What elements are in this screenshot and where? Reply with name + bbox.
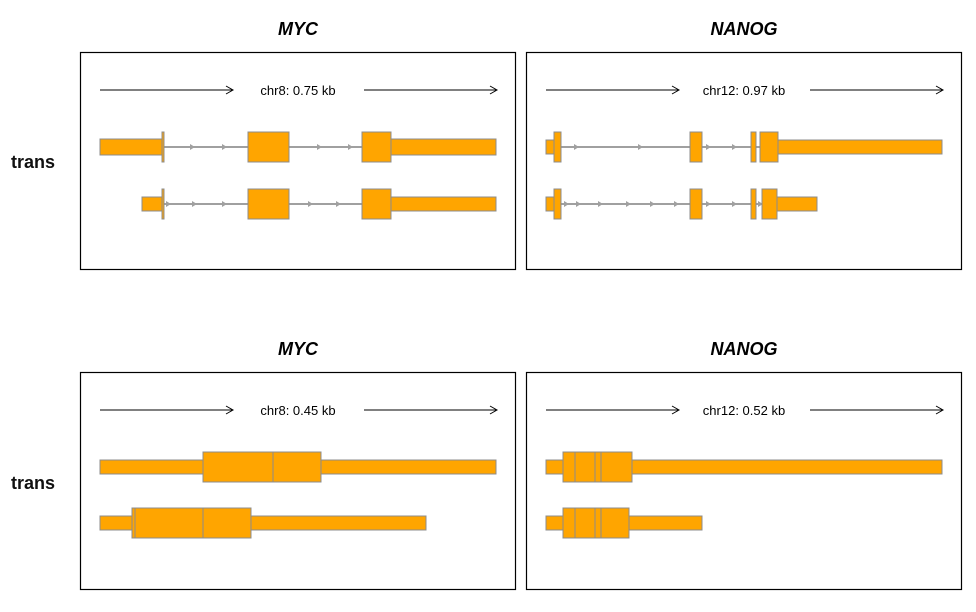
scale-label: chr12: 0.52 kb [703, 403, 785, 418]
exon [545, 459, 564, 475]
exon [99, 459, 204, 475]
exon [750, 188, 757, 220]
row-label-bottom: trans [11, 473, 56, 493]
exon [631, 459, 943, 475]
gene-panel-myc-bottom: chr8: 0.45 kb [79, 371, 517, 591]
exon [99, 515, 133, 531]
exon [361, 188, 392, 220]
exon [99, 138, 163, 156]
exon [776, 196, 818, 212]
exon [689, 131, 703, 163]
exon [545, 515, 564, 531]
transcript-2 [545, 507, 703, 539]
exon [574, 507, 596, 539]
scale-arrow: chr8: 0.75 kb [100, 83, 499, 98]
panel-title-myc-top: MYC [278, 19, 318, 39]
exon [761, 188, 778, 220]
exon [161, 188, 165, 220]
scale-arrow: chr12: 0.97 kb [546, 83, 945, 98]
exon [594, 451, 602, 483]
exon [141, 196, 163, 212]
exon [594, 507, 602, 539]
exon [320, 459, 497, 475]
exon [562, 507, 576, 539]
exon [777, 139, 943, 155]
transcript-2 [99, 507, 427, 539]
transcript-1 [99, 451, 497, 483]
exon [628, 515, 703, 531]
exon [553, 131, 562, 163]
exon [574, 451, 596, 483]
panel-frame [525, 51, 963, 271]
scale-label: chr8: 0.75 kb [260, 83, 335, 98]
exon [202, 451, 274, 483]
exon [689, 188, 703, 220]
panel-frame [79, 51, 517, 271]
exon [202, 507, 252, 539]
panel-title-nanog-top: NANOG [710, 19, 778, 39]
exon [553, 188, 562, 220]
exon [390, 196, 497, 212]
exon [161, 131, 165, 163]
exon [562, 451, 576, 483]
exon [600, 507, 630, 539]
exon [250, 515, 427, 531]
exon [272, 451, 322, 483]
exon [134, 507, 204, 539]
transcript-2 [545, 188, 818, 220]
scale-label: chr8: 0.45 kb [260, 403, 335, 418]
scale-arrow: chr8: 0.45 kb [100, 403, 499, 418]
scale-label: chr12: 0.97 kb [703, 83, 785, 98]
transcript-1 [545, 451, 943, 483]
panel-title-nanog-bottom: NANOG [710, 339, 778, 359]
exon [600, 451, 633, 483]
exon [545, 139, 555, 155]
panel-frame [79, 371, 517, 591]
gene-panel-nanog-top: chr12: 0.97 kb [525, 51, 963, 271]
panel-frame [525, 371, 963, 591]
transcript-2 [141, 188, 497, 220]
transcript-1 [545, 131, 943, 163]
exon [759, 131, 779, 163]
row-label-top: trans [11, 152, 56, 172]
exon [361, 131, 392, 163]
exon [247, 131, 290, 163]
gene-panel-nanog-bottom: chr12: 0.52 kb [525, 371, 963, 591]
transcript-1 [99, 131, 497, 163]
scale-arrow: chr12: 0.52 kb [546, 403, 945, 418]
exon [247, 188, 290, 220]
exon [545, 196, 555, 212]
exon [390, 138, 497, 156]
exon [750, 131, 757, 163]
gene-panel-myc-top: chr8: 0.75 kb [79, 51, 517, 271]
panel-title-myc-bottom: MYC [278, 339, 318, 359]
